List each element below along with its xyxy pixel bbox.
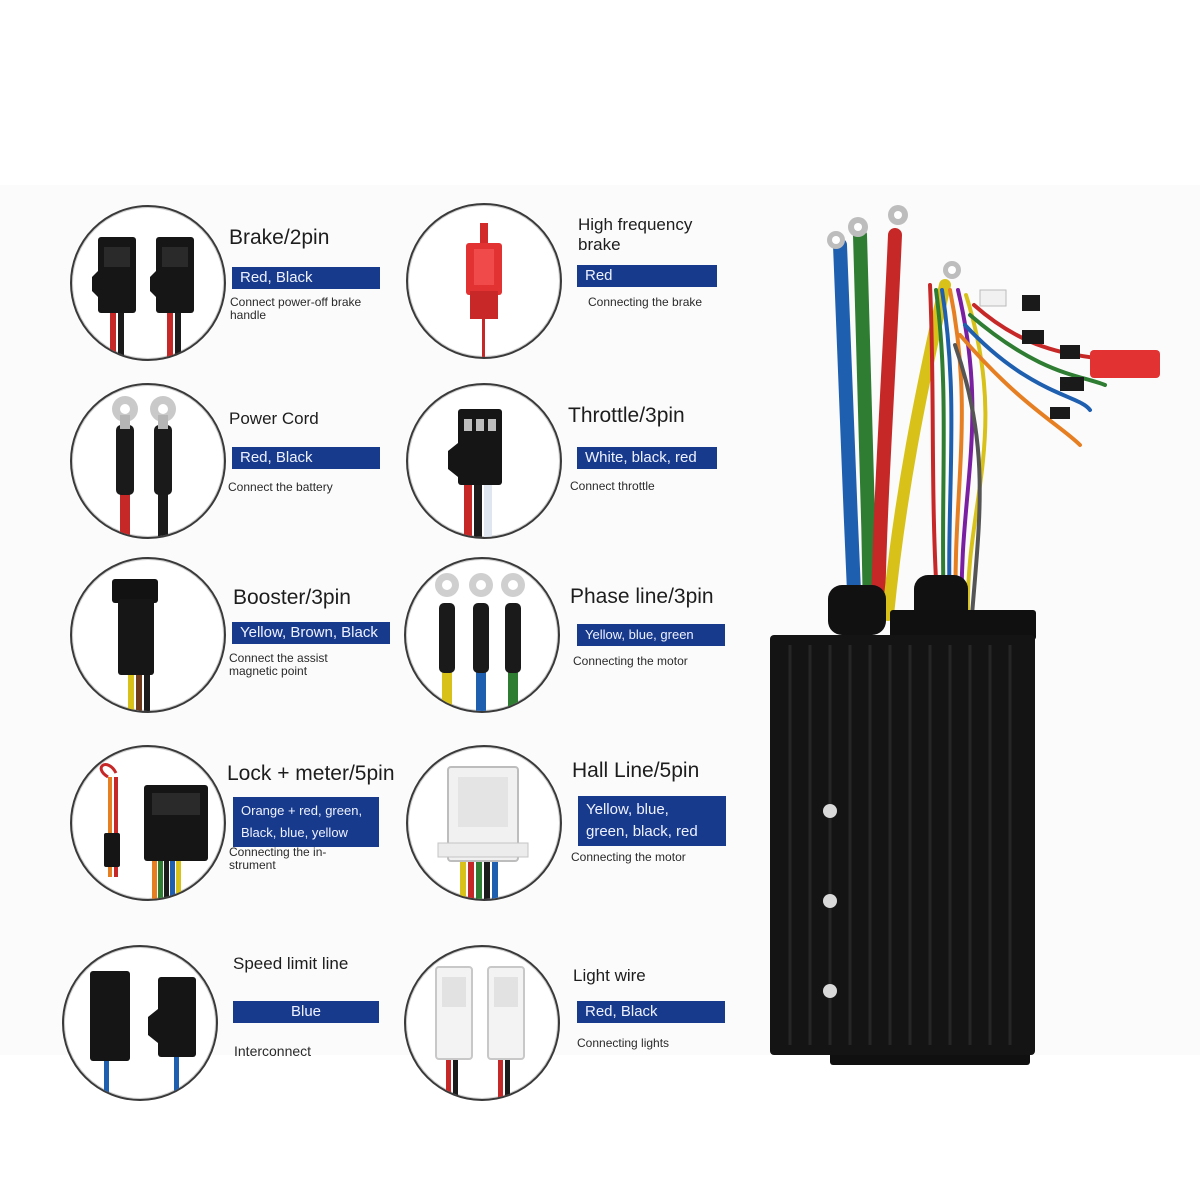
wire-color-badge: Blue	[233, 1001, 379, 1023]
wire-color-badge: Red, Black	[577, 1001, 725, 1023]
red-plug-icon	[406, 203, 562, 359]
light-connector-icon	[404, 945, 560, 1101]
hall-connector-icon	[406, 745, 562, 901]
item-title: Phase line/3pin	[570, 585, 714, 608]
item-title: Throttle/3pin	[568, 404, 685, 427]
wire-color-badge: Red, Black	[232, 267, 380, 289]
item-description: Interconnect	[234, 1043, 312, 1059]
item-description: Connect power-off brake handle	[230, 295, 362, 322]
item-description: Connecting the in-strument	[229, 845, 327, 872]
item-title: Booster/3pin	[233, 586, 351, 609]
wire-color-badge: Yellow, blue, green	[577, 624, 725, 646]
badge-line: Black, blue, yellow	[241, 825, 348, 840]
item-title: Lock + meter/5pin	[227, 762, 395, 785]
badge-line: Yellow, blue,	[586, 801, 669, 818]
item-title: Brake/2pin	[229, 226, 330, 249]
motor-controller-icon	[760, 195, 1200, 1085]
two-pin-connector-icon	[70, 205, 226, 361]
item-description: Connecting the brake	[588, 295, 703, 309]
badge-line: green, black, red	[586, 823, 698, 840]
ring-terminal-icon	[70, 383, 226, 539]
item-description: Connecting the motor	[573, 654, 688, 668]
wire-color-badge: Orange + red, green, Black, blue, yellow	[233, 797, 379, 847]
lock-meter-connector-icon	[70, 745, 226, 901]
booster-connector-icon	[70, 557, 226, 713]
speed-limit-connector-icon	[62, 945, 218, 1101]
item-description: Connecting the motor	[571, 850, 686, 864]
item-description: Connecting lights	[577, 1036, 670, 1050]
item-description: Connect throttle	[570, 479, 655, 493]
wire-color-badge: Yellow, Brown, Black	[232, 622, 390, 644]
phase-terminal-icon	[404, 557, 560, 713]
badge-line: Orange + red, green,	[241, 803, 363, 818]
wire-color-badge: Red, Black	[232, 447, 380, 469]
wire-color-badge: White, black, red	[577, 447, 717, 469]
wire-color-badge: Red	[577, 265, 717, 287]
three-pin-connector-icon	[406, 383, 562, 539]
item-description: Connect the battery	[228, 480, 333, 494]
item-title: Hall Line/5pin	[572, 759, 700, 782]
item-title: Light wire	[573, 966, 646, 985]
item-title: Speed limit line	[233, 954, 349, 973]
item-title: Power Cord	[229, 409, 319, 428]
item-title: High frequency brake	[578, 215, 693, 254]
wire-color-badge: Yellow, blue, green, black, red	[578, 796, 726, 846]
item-description: Connect the assist magnetic point	[229, 651, 328, 678]
